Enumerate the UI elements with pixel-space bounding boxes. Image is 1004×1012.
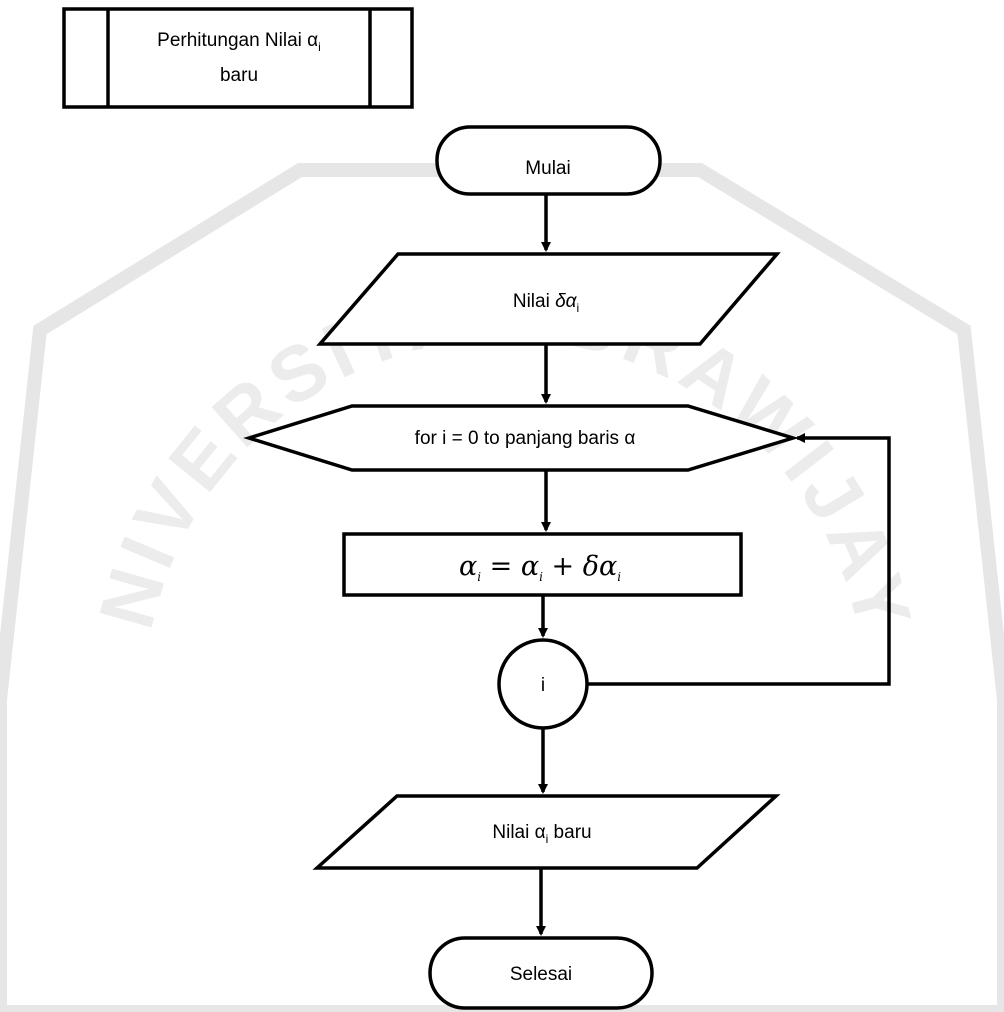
output-label: Nilai αi baru [492,822,591,846]
subprocess-label-line1: Perhitungan Nilai αi [157,30,321,54]
end-label: Selesai [510,964,572,985]
arrow-loop-back [587,433,891,686]
subprocess-label-line2: baru [220,65,258,86]
input-label: Nilai δαi [513,291,579,315]
start-terminator: Mulai [435,125,662,196]
process-formula: αi = αi + δαi [459,551,621,584]
end-terminator: Selesai [428,936,654,1010]
loop-hexagon: for i = 0 to panjang baris α [243,404,800,472]
connector-label: i [541,675,545,696]
input-parallelogram: Nilai δαi [316,252,781,346]
start-label: Mulai [525,158,570,179]
output-parallelogram: Nilai αi baru [312,794,781,870]
subprocess-box: Perhitungan Nilai αi baru [62,7,414,109]
flow-arrows [536,194,891,936]
watermark-border [0,163,1004,1012]
process-rectangle: αi = αi + δαi [342,532,743,597]
loop-label: for i = 0 to panjang baris α [415,428,636,449]
loop-connector: i [497,638,589,730]
